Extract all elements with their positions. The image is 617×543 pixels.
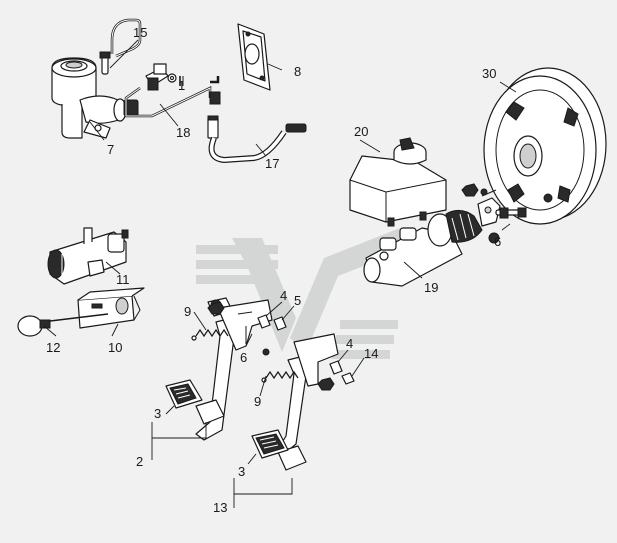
callout-12: 12: [46, 340, 60, 355]
callout-1: 1: [178, 78, 185, 93]
slave-cylinder-11: [47, 227, 129, 285]
callout-6a: 6: [494, 234, 501, 249]
callout-6b: 6: [240, 350, 247, 365]
clutch-pipe-18: [110, 18, 220, 118]
knob-12: [17, 313, 109, 337]
bushing-14: [341, 372, 355, 385]
callout-11: 11: [116, 272, 130, 287]
pedal-bracket: [217, 299, 339, 387]
callout-3a: 3: [154, 406, 161, 421]
callout-14: 14: [364, 346, 378, 361]
callout-8: 8: [294, 64, 301, 79]
bushing-5: [273, 316, 287, 331]
callout-15: 15: [133, 25, 147, 40]
nut: [461, 183, 479, 197]
pin-15: [99, 51, 111, 75]
callout-19: 19: [424, 280, 438, 295]
bracket-10: [77, 287, 145, 329]
bolt-6: [499, 207, 509, 219]
callout-10: 10: [108, 340, 122, 355]
callout-9b: 9: [254, 394, 261, 409]
hose-bracket: [145, 63, 221, 105]
callout-4a: 4: [280, 288, 287, 303]
callout-4b: 4: [346, 336, 353, 351]
hose-17: [207, 115, 307, 164]
clutch-pedal-2: [195, 297, 239, 441]
pedal-nut: [207, 301, 335, 391]
reservoir-20: [349, 137, 447, 227]
bushing-4a: [257, 314, 271, 329]
brake-master-cylinder-19: [363, 197, 527, 287]
pedal-pad-3a: [165, 379, 203, 409]
callout-17: 17: [265, 156, 279, 171]
leader-lines: [43, 39, 517, 508]
spring-9a: [191, 328, 229, 341]
gasket-8: [237, 23, 271, 91]
callout-13: 13: [213, 500, 227, 515]
pedal-pad-3b: [251, 429, 289, 459]
callout-7: 7: [107, 142, 114, 157]
callout-30: 30: [482, 66, 496, 81]
callout-3b: 3: [238, 464, 245, 479]
callout-labels: 7 15 1 8 18 17 30 20 6 11 19 9 4 5 12 10…: [46, 25, 501, 515]
clutch-master-cylinder-7: [51, 57, 139, 139]
callout-9a: 9: [184, 304, 191, 319]
callout-18: 18: [176, 125, 190, 140]
bushing-4b: [329, 360, 343, 375]
callout-20: 20: [354, 124, 368, 139]
clip-1: [179, 76, 184, 86]
brake-booster-30: [480, 67, 607, 225]
callout-5: 5: [294, 293, 301, 308]
callout-2: 2: [136, 454, 143, 469]
